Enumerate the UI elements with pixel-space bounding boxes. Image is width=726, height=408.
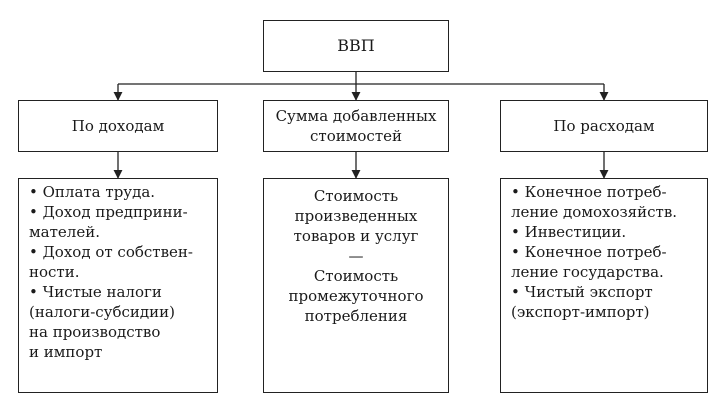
list-item-line: • Конечное потреб-: [511, 183, 667, 201]
list-item-line: ление государства.: [511, 263, 664, 281]
list-item-line: • Оплата труда.: [29, 183, 156, 201]
list-item-line: • Чистый экспорт: [511, 283, 653, 301]
list-item-line: ности.: [29, 263, 80, 281]
list-item-line: ление домохозяйств.: [511, 203, 678, 221]
list-item-line: и импорт: [29, 343, 103, 361]
list-item: • Доход предприни- мателей.: [29, 202, 217, 242]
gdp-root-label: ВВП: [337, 36, 375, 55]
value-added-method-box: Сумма добавленных стоимостей: [263, 100, 449, 152]
list-item: • Чистый экспорт (экспорт-импорт): [511, 282, 707, 322]
list-item: • Чистые налоги (налоги-субсидии) на про…: [29, 282, 217, 362]
list-item-line: мателей.: [29, 223, 100, 241]
list-item: • Оплата труда.: [29, 182, 217, 202]
list-item-line: • Доход от собствен-: [29, 243, 193, 261]
expenditure-details-box: • Конечное потреб- ление домохозяйств. •…: [500, 178, 708, 393]
value-added-line: Стоимость: [313, 187, 399, 205]
list-item-line: (экспорт-импорт): [511, 303, 650, 321]
list-item: • Доход от собствен- ности.: [29, 242, 217, 282]
minus-separator: —: [348, 247, 364, 265]
gdp-root-box: ВВП: [263, 20, 449, 72]
list-item-line: (налоги-субсидии): [29, 303, 176, 321]
value-added-method-title-line2: стоимостей: [310, 127, 402, 145]
income-method-box: По доходам: [18, 100, 218, 152]
list-item-line: • Доход предприни-: [29, 203, 188, 221]
list-item: • Конечное потреб- ление государства.: [511, 242, 707, 282]
value-added-line: Стоимость: [313, 267, 399, 285]
value-added-details-box: Стоимость произведенных товаров и услуг …: [263, 178, 449, 393]
list-item: • Конечное потреб- ление домохозяйств.: [511, 182, 707, 222]
value-added-line: промежуточного: [288, 287, 424, 305]
list-item: • Инвестиции.: [511, 222, 707, 242]
expenditure-method-title: По расходам: [553, 117, 655, 135]
expenditure-method-box: По расходам: [500, 100, 708, 152]
income-details-box: • Оплата труда. • Доход предприни- мател…: [18, 178, 218, 393]
value-added-line: произведенных: [294, 207, 418, 225]
income-method-title: По доходам: [71, 117, 165, 135]
list-item-line: • Инвестиции.: [511, 223, 627, 241]
list-item-line: • Конечное потреб-: [511, 243, 667, 261]
list-item-line: • Чистые налоги: [29, 283, 162, 301]
value-added-line: товаров и услуг: [293, 227, 419, 245]
list-item-line: на производство: [29, 323, 161, 341]
value-added-line: потребления: [304, 307, 408, 325]
value-added-method-title-line1: Сумма добавленных: [275, 107, 437, 125]
